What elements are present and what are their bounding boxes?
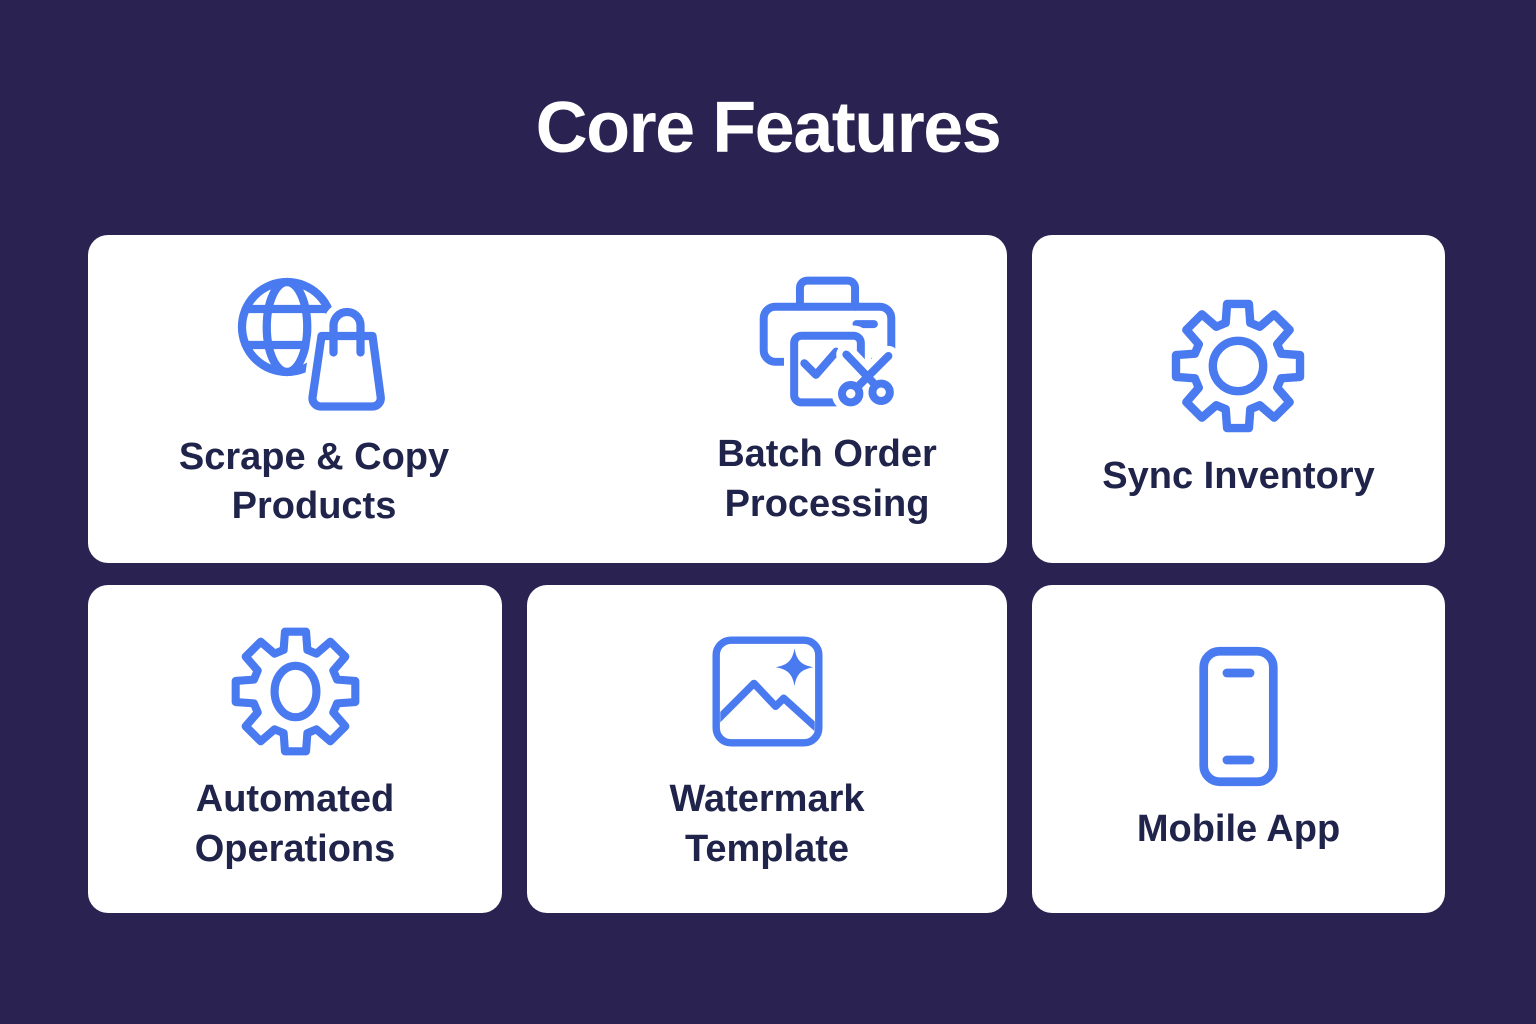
- feature-automated-operations: Automated Operations: [135, 624, 455, 874]
- feature-batch-order-processing: Batch Order Processing: [647, 269, 1007, 529]
- printer-order-cut-icon: [759, 276, 900, 413]
- feature-scrape-copy-products: Scrape & Copy Products: [88, 267, 540, 532]
- feature-card-scrape-and-batch: Scrape & Copy Products: [88, 235, 1007, 563]
- feature-card-automated-operations: Automated Operations: [88, 585, 502, 913]
- image-sparkle-icon: [711, 636, 823, 747]
- feature-mobile-app: Mobile App: [1137, 644, 1340, 854]
- globe-shopping-bag-icon: [237, 277, 392, 417]
- feature-card-mobile-app: Mobile App: [1032, 585, 1445, 913]
- feature-label: Mobile App: [1136, 807, 1341, 850]
- feature-watermark-template: Watermark Template: [607, 624, 927, 874]
- page-title: Core Features: [535, 88, 1002, 168]
- smartphone-icon: [1199, 646, 1278, 786]
- feature-label: Scrape & Copy Products: [178, 435, 450, 527]
- features-grid: Scrape & Copy Products: [88, 235, 1445, 913]
- feature-sync-inventory: Sync Inventory: [1102, 296, 1375, 501]
- feature-label: Automated Operations: [194, 778, 396, 870]
- feature-card-watermark-template: Watermark Template: [527, 585, 1007, 913]
- feature-card-sync-inventory: Sync Inventory: [1032, 235, 1445, 563]
- feature-label: Watermark Template: [669, 778, 865, 870]
- feature-label: Sync Inventory: [1102, 455, 1375, 498]
- feature-label: Batch Order Processing: [717, 433, 937, 525]
- gear-icon: [1172, 300, 1305, 433]
- gear-icon: [231, 627, 359, 756]
